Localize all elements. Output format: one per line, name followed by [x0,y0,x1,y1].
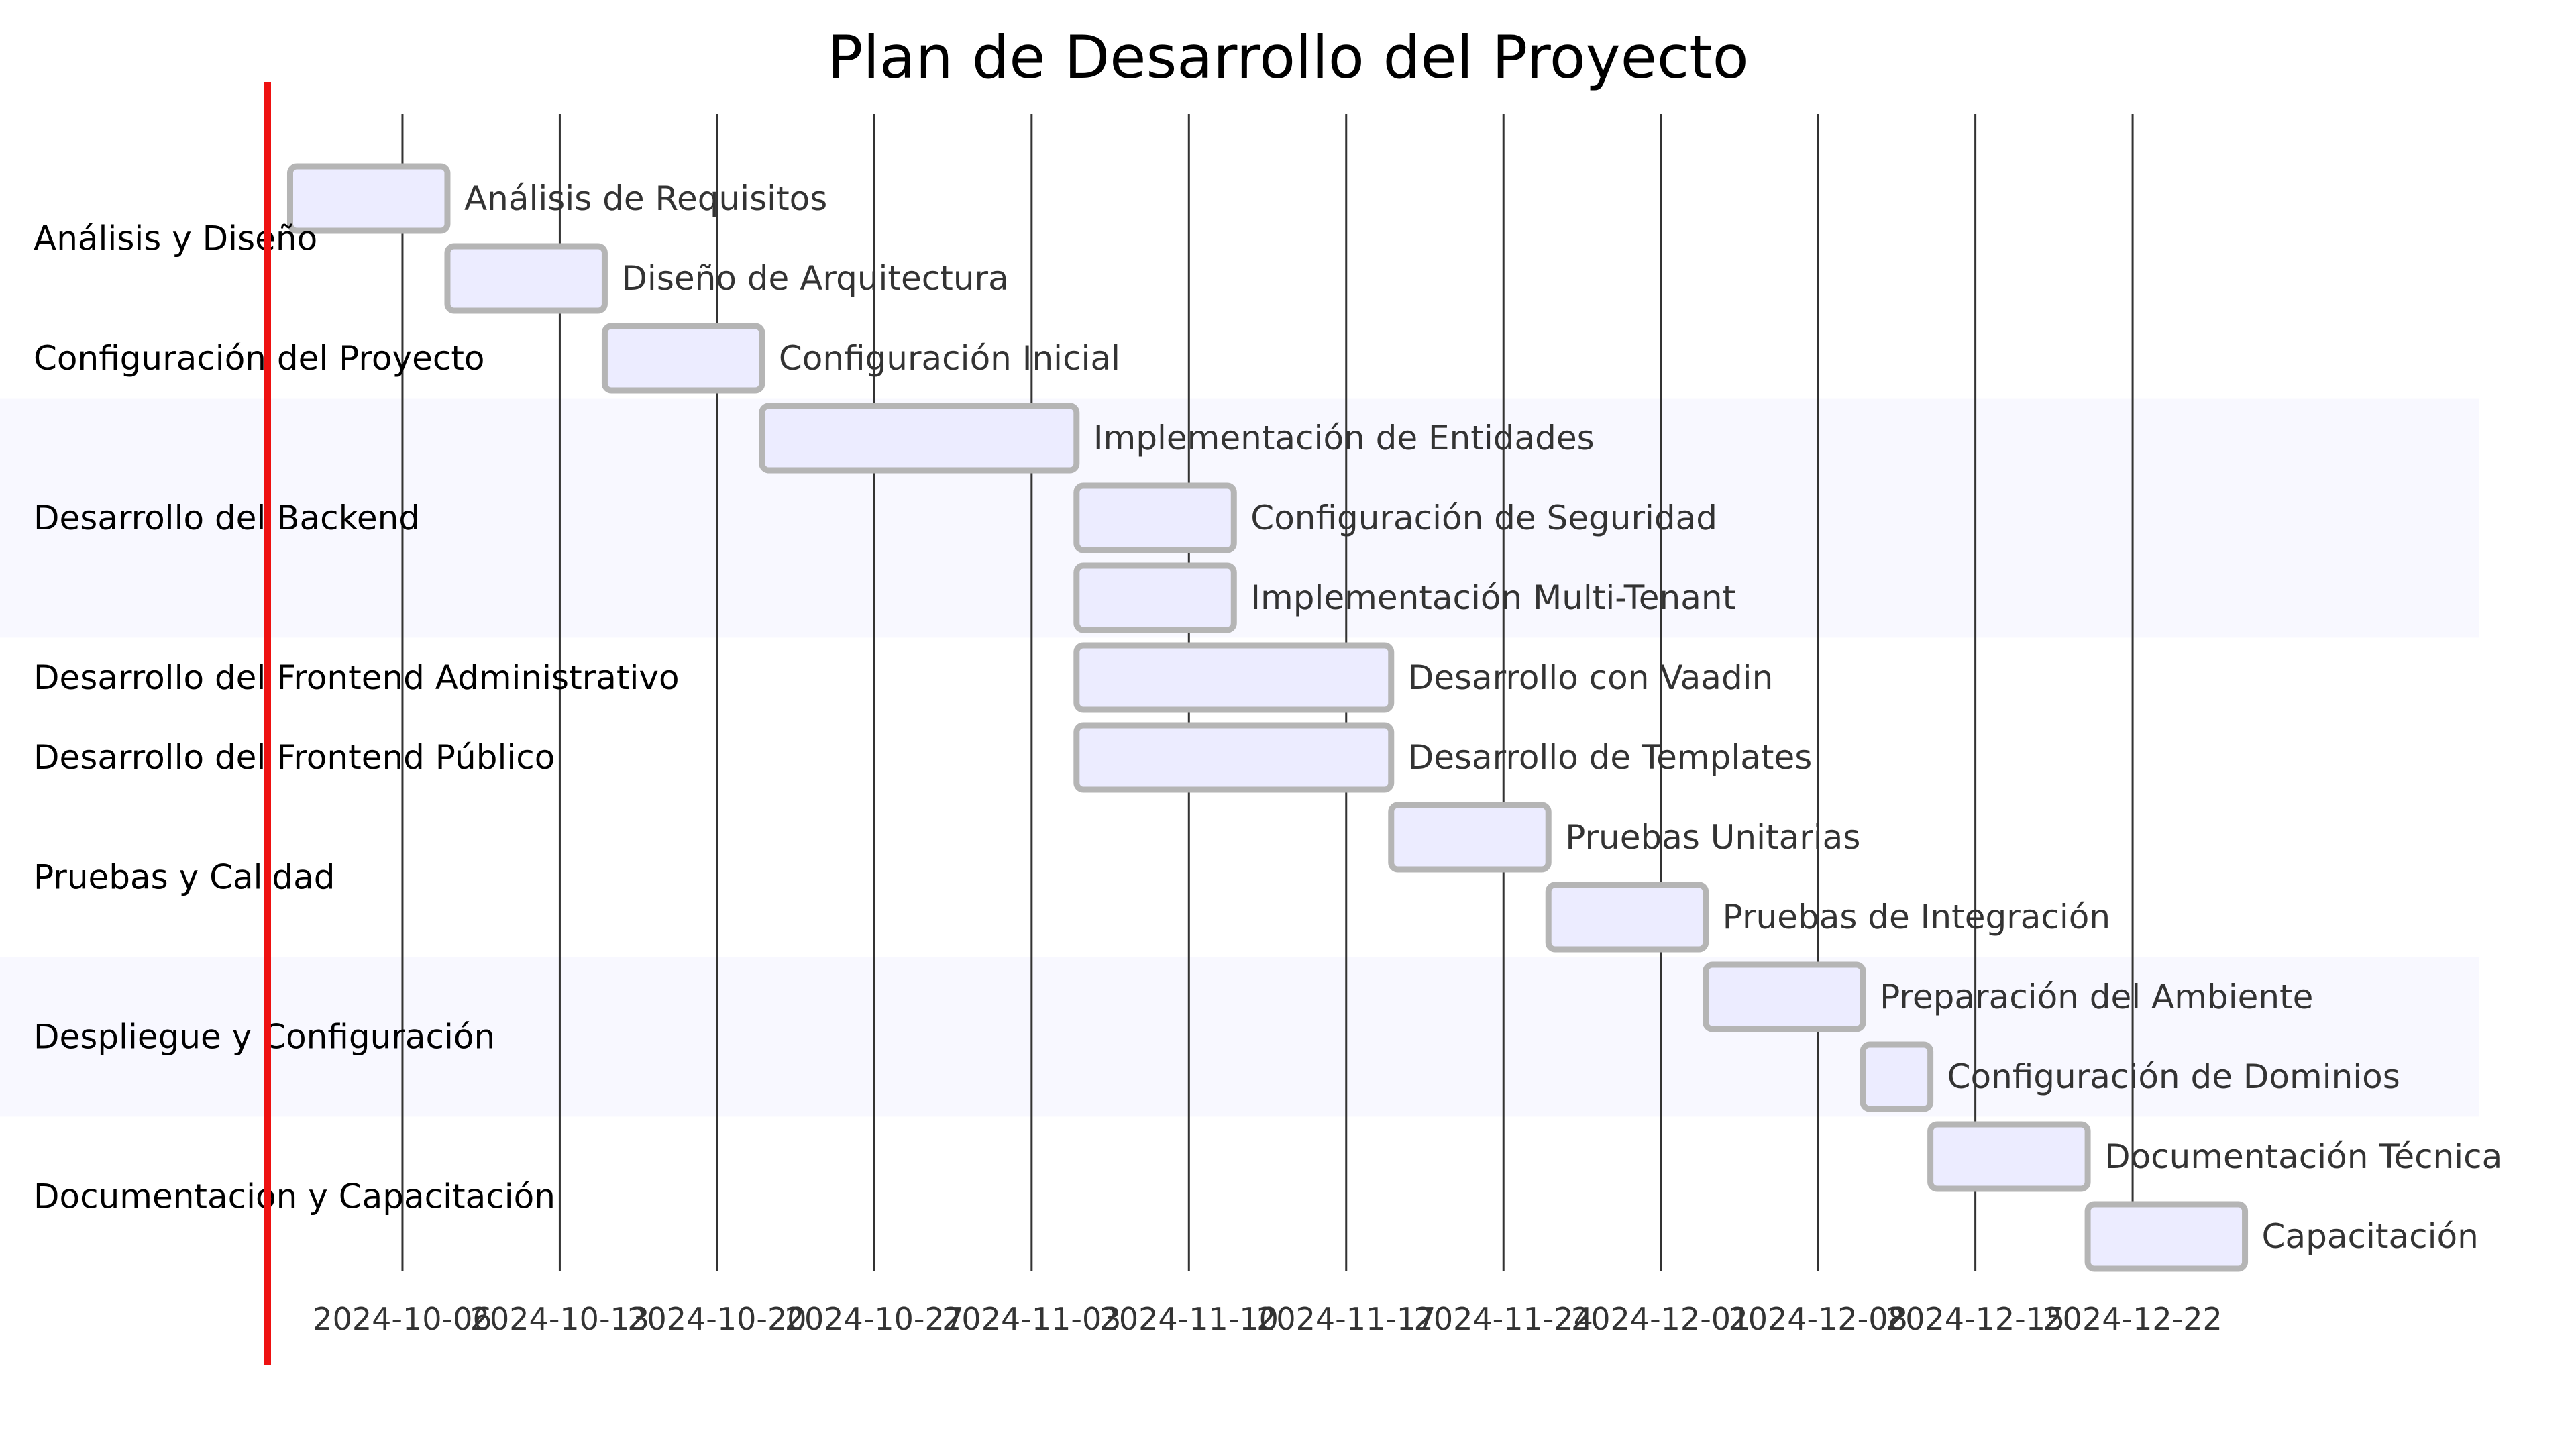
task-label: Pruebas Unitarias [1565,818,1860,857]
task-label: Configuración de Seguridad [1250,498,1717,537]
task-bar [1073,722,1395,793]
task-label: Configuración de Dominios [1947,1057,2400,1096]
task-label: Documentación Técnica [2104,1137,2502,1176]
task-bar [1388,802,1552,873]
chart-title: Plan de Desarrollo del Proyecto [827,23,1748,92]
x-axis-ticks: 2024-10-062024-10-132024-10-202024-10-27… [313,1301,2222,1337]
task-label: Capacitación [2262,1217,2479,1256]
x-tick-label: 2024-10-27 [785,1301,964,1337]
task-bar [2084,1201,2249,1272]
task-label: Configuración Inicial [779,339,1120,378]
task-label: Pruebas de Integración [1723,898,2110,937]
x-tick-label: 2024-11-24 [1414,1301,1593,1337]
section-label: Desarrollo del Backend [34,498,420,537]
task-bar [1927,1121,2091,1192]
x-tick-label: 2024-11-17 [1256,1301,1436,1337]
task-bar [1860,1041,1934,1112]
task-label: Desarrollo con Vaadin [1408,658,1774,697]
task-bar [444,243,608,314]
task-bar [1073,482,1237,553]
task-bar [1073,562,1237,633]
task-label: Diseño de Arquitectura [621,259,1008,298]
task-bar [1703,961,1866,1032]
task-label: Implementación Multi-Tenant [1250,578,1735,617]
task-label: Implementación de Entidades [1093,419,1595,458]
x-tick-label: 2024-12-01 [1571,1301,1750,1337]
task-bar [601,323,765,394]
x-tick-label: 2024-12-15 [1886,1301,2065,1337]
x-tick-label: 2024-12-22 [2043,1301,2222,1337]
task-label: Preparación del Ambiente [1880,977,2313,1016]
section-shade-band [0,398,2479,638]
section-label: Configuración del Proyecto [34,339,485,378]
section-label: Desarrollo del Frontend Público [34,738,555,777]
task-label: Desarrollo de Templates [1408,738,1813,777]
task-bar [759,403,1080,474]
x-tick-label: 2024-11-03 [942,1301,1121,1337]
x-tick-label: 2024-11-10 [1099,1301,1279,1337]
section-label: Desarrollo del Frontend Administrativo [34,658,680,697]
x-tick-label: 2024-10-13 [470,1301,649,1337]
x-tick-label: 2024-10-20 [627,1301,806,1337]
section-label: Pruebas y Calidad [34,858,335,897]
x-tick-label: 2024-12-08 [1728,1301,1907,1337]
section-shading [0,398,2479,1117]
section-shade-band [0,957,2479,1117]
task-bar [286,163,451,234]
x-tick-label: 2024-10-06 [313,1301,492,1337]
section-label: Análisis y Diseño [34,219,317,258]
task-bar [1073,642,1395,713]
task-bar [1545,882,1709,953]
section-label: Documentación y Capacitación [34,1177,555,1216]
task-label: Análisis de Requisitos [464,179,827,218]
